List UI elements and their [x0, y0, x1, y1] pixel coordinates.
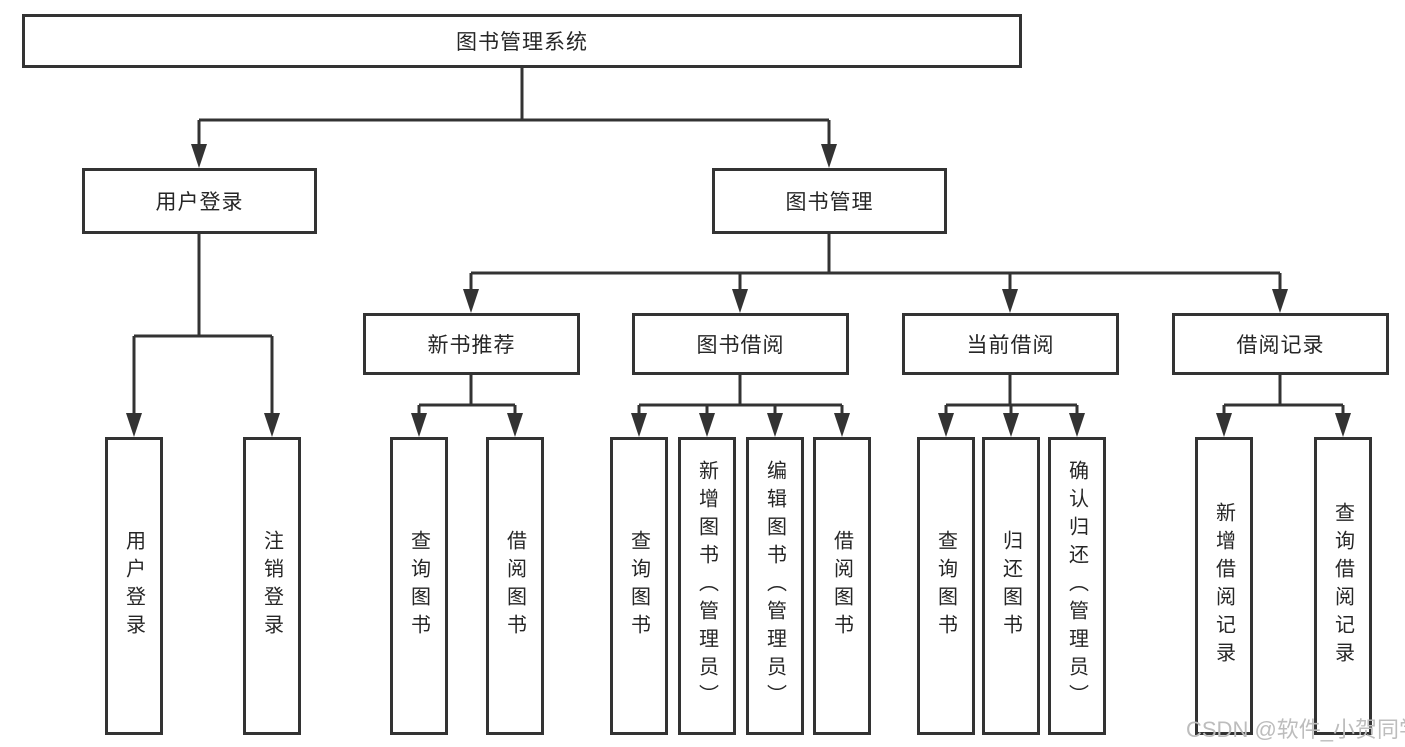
node-user-login-branch: 用户登录	[82, 168, 317, 234]
node-new-book-recommend: 新书推荐	[363, 313, 580, 375]
leaf-query-books-current: 查询图书	[917, 437, 975, 735]
leaf-logout: 注销登录	[243, 437, 301, 735]
leaf-query-books-recommend: 查询图书	[390, 437, 448, 735]
csdn-watermark: CSDN @软件_小贺同学	[1186, 717, 1405, 742]
leaf-query-borrow-record: 查询借阅记录	[1314, 437, 1372, 735]
leaf-confirm-return-admin: 确认归还（管理员）	[1048, 437, 1106, 735]
node-book-management-branch: 图书管理	[712, 168, 947, 234]
leaf-query-books-borrow: 查询图书	[610, 437, 668, 735]
leaf-user-login: 用户登录	[105, 437, 163, 735]
leaf-add-borrow-record: 新增借阅记录	[1195, 437, 1253, 735]
leaf-add-book-admin: 新增图书（管理员）	[678, 437, 736, 735]
node-borrowing-records: 借阅记录	[1172, 313, 1389, 375]
node-book-borrowing: 图书借阅	[632, 313, 849, 375]
leaf-return-book: 归还图书	[982, 437, 1040, 735]
leaf-edit-book-admin: 编辑图书（管理员）	[746, 437, 804, 735]
leaf-borrow-books-recommend: 借阅图书	[486, 437, 544, 735]
node-root-system: 图书管理系统	[22, 14, 1022, 68]
node-current-borrowing: 当前借阅	[902, 313, 1119, 375]
leaf-borrow-books: 借阅图书	[813, 437, 871, 735]
